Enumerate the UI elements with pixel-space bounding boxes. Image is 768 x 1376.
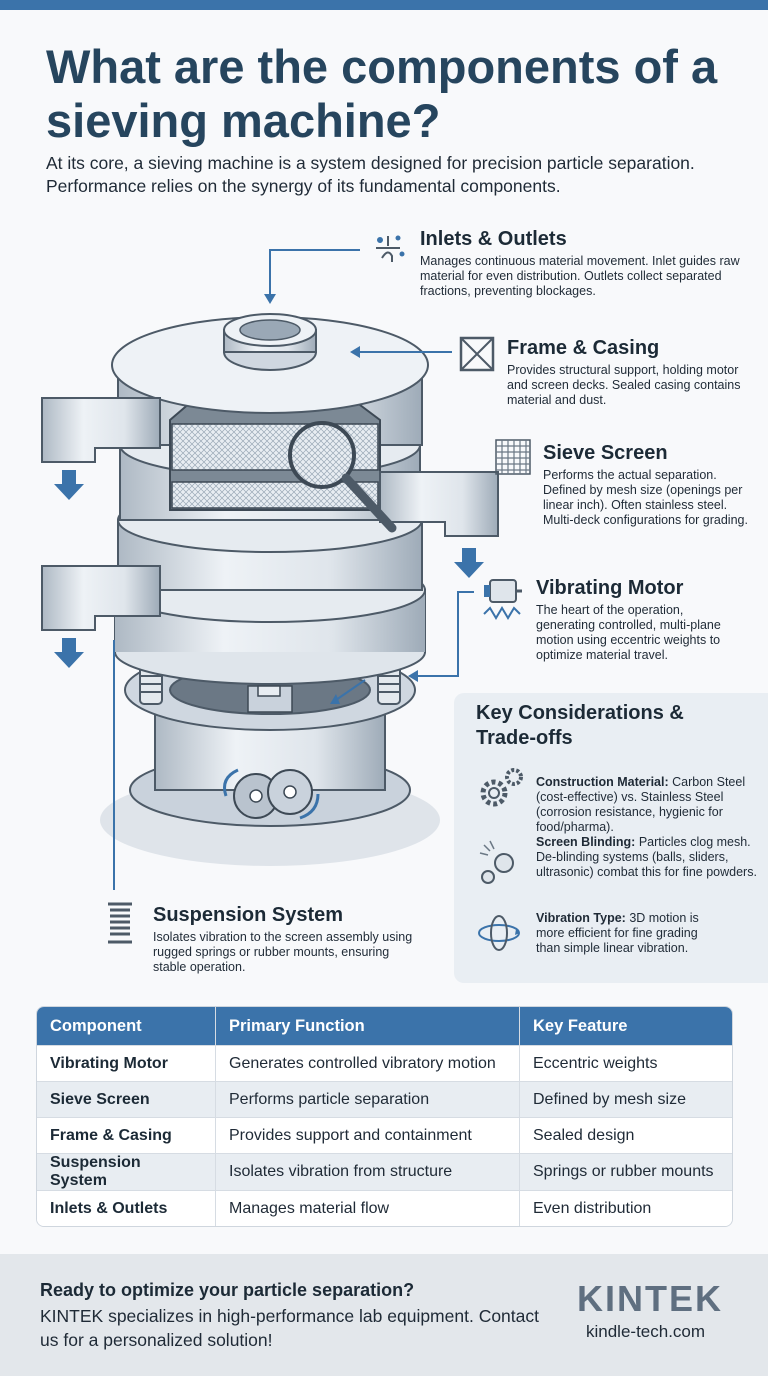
- intro-text: At its core, a sieving machine is a syst…: [46, 153, 695, 196]
- top-accent-bar: [0, 0, 768, 10]
- table-cell: Eccentric weights: [519, 1045, 732, 1081]
- table-row: Frame & Casing Provides support and cont…: [37, 1117, 732, 1153]
- spring-icon: [108, 902, 132, 944]
- frame-icon: [459, 336, 495, 372]
- table-cell: Defined by mesh size: [519, 1081, 732, 1117]
- consideration-term: Vibration Type:: [536, 911, 626, 925]
- balls-icon: [479, 840, 514, 884]
- table-cell: Isolates vibration from structure: [215, 1153, 519, 1190]
- label-vibrating-motor-desc: The heart of the operation, generating c…: [536, 603, 721, 662]
- table-cell: Sealed design: [519, 1117, 732, 1153]
- label-suspension-system: Suspension System Isolates vibration to …: [153, 903, 413, 975]
- consideration-text: Particles clog mesh. De-blinding systems…: [536, 835, 757, 879]
- 3d-motion-icon: [478, 915, 520, 951]
- consideration-text: 3D motion is more efficient for fine gra…: [536, 911, 699, 955]
- label-suspension-system-desc: Isolates vibration to the screen assembl…: [153, 930, 413, 974]
- table-cell: Even distribution: [519, 1190, 732, 1226]
- table-header-primary-function: Primary Function: [215, 1007, 519, 1045]
- table-header-row: Component Primary Function Key Feature: [37, 1007, 732, 1045]
- components-table: Component Primary Function Key Feature V…: [36, 1006, 733, 1227]
- gears-icon: [480, 768, 523, 807]
- label-frame-casing-desc: Provides structural support, holding mot…: [507, 363, 741, 407]
- table-cell: Springs or rubber mounts: [519, 1153, 732, 1190]
- table-header-key-feature: Key Feature: [519, 1007, 732, 1045]
- mesh-icon: [495, 439, 531, 475]
- table-row: Suspension System Isolates vibration fro…: [37, 1153, 732, 1190]
- label-frame-casing-title: Frame & Casing: [507, 337, 660, 359]
- label-sieve-screen-title: Sieve Screen: [543, 442, 668, 464]
- consideration-vibration-type: Vibration Type: 3D motion is more effici…: [536, 911, 706, 956]
- footer-cta: Ready to optimize your particle separati…: [0, 1254, 768, 1376]
- consideration-construction-material: Construction Material: Carbon Steel (cos…: [536, 775, 758, 835]
- table-cell: Sieve Screen: [37, 1081, 215, 1117]
- table-row: Inlets & Outlets Manages material flow E…: [37, 1190, 732, 1226]
- page-title: What are the components of a sieving mac…: [46, 40, 718, 147]
- key-considerations-title: Key Considerations & Trade-offs: [476, 702, 684, 749]
- kintek-logo[interactable]: KINTEK: [577, 1278, 723, 1319]
- website-link[interactable]: kindle-tech.com: [586, 1322, 706, 1341]
- label-inlets-outlets-desc: Manages continuous material movement. In…: [420, 254, 740, 298]
- table-cell: Generates controlled vibratory motion: [215, 1045, 519, 1081]
- label-frame-casing: Frame & Casing Provides structural suppo…: [507, 336, 752, 408]
- sieving-machine-illustration: [41, 249, 499, 890]
- inlet-outlet-icon: [376, 235, 405, 262]
- cta-title: Ready to optimize your particle separati…: [40, 1280, 415, 1300]
- consideration-term: Construction Material:: [536, 775, 669, 789]
- cta-text: KINTEK specializes in high-performance l…: [40, 1306, 539, 1350]
- table-cell: Frame & Casing: [37, 1117, 215, 1153]
- table-header-component: Component: [37, 1007, 215, 1045]
- label-inlets-outlets-title: Inlets & Outlets: [420, 228, 567, 250]
- label-inlets-outlets: Inlets & Outlets Manages continuous mate…: [420, 227, 740, 299]
- label-sieve-screen: Sieve Screen Performs the actual separat…: [543, 441, 748, 528]
- motor-icon: [483, 579, 522, 620]
- table-cell: Performs particle separation: [215, 1081, 519, 1117]
- label-sieve-screen-desc: Performs the actual separation. Defined …: [543, 468, 748, 527]
- label-vibrating-motor: Vibrating Motor The heart of the operati…: [536, 576, 736, 663]
- table-cell: Provides support and containment: [215, 1117, 519, 1153]
- table-row: Sieve Screen Performs particle separatio…: [37, 1081, 732, 1117]
- table-cell: Manages material flow: [215, 1190, 519, 1226]
- table-cell: Vibrating Motor: [37, 1045, 215, 1081]
- table-cell: Suspension System: [37, 1153, 215, 1190]
- label-vibrating-motor-title: Vibrating Motor: [536, 577, 684, 599]
- table-row: Vibrating Motor Generates controlled vib…: [37, 1045, 732, 1081]
- consideration-screen-blinding: Screen Blinding: Particles clog mesh. De…: [536, 835, 758, 880]
- consideration-text: Carbon Steel (cost-effective) vs. Stainl…: [536, 775, 746, 834]
- table-cell: Inlets & Outlets: [37, 1190, 215, 1226]
- consideration-term: Screen Blinding:: [536, 835, 636, 849]
- key-considerations-panel: Key Considerations & Trade-offs Construc…: [454, 693, 768, 983]
- label-suspension-system-title: Suspension System: [153, 904, 344, 926]
